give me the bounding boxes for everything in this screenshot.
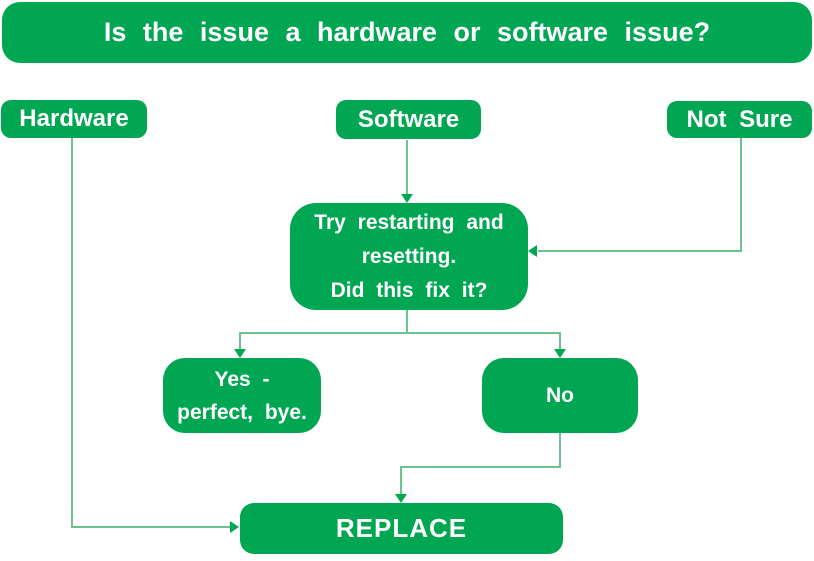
node-try-restart-label: Try restarting and resetting. Did this f… — [314, 210, 504, 302]
connector-branch-horizontal — [239, 332, 561, 334]
arrow-down-into-replace-icon — [395, 494, 407, 503]
arrow-down-into-try-icon — [401, 194, 413, 203]
connector-notsure-to-try-vertical — [740, 138, 742, 252]
connector-no-to-replace-horizontal — [400, 466, 561, 468]
node-not-sure: Not Sure — [667, 101, 812, 138]
node-try-restart: Try restarting and resetting. Did this f… — [290, 203, 528, 310]
node-hardware-label: Hardware — [19, 105, 129, 132]
connector-no-to-replace-drop — [400, 466, 402, 495]
arrow-left-into-try-icon — [528, 245, 537, 257]
connector-software-to-try — [406, 140, 408, 195]
connector-hardware-to-replace-vertical — [71, 138, 73, 528]
connector-hardware-to-replace-horizontal — [71, 526, 231, 528]
connector-notsure-to-try-horizontal — [538, 250, 742, 252]
question-banner-label: Is the issue a hardware or software issu… — [103, 17, 711, 47]
node-no: No — [482, 358, 638, 433]
connector-no-to-replace-vertical — [559, 433, 561, 468]
node-replace-label: REPLACE — [335, 513, 468, 543]
node-software: Software — [336, 100, 481, 139]
connector-try-to-branch — [406, 310, 408, 334]
connector-branch-to-no — [559, 332, 561, 351]
node-not-sure-label: Not Sure — [686, 105, 793, 133]
question-banner: Is the issue a hardware or software issu… — [2, 2, 812, 63]
arrow-down-into-no-icon — [554, 349, 566, 358]
node-no-label: No — [546, 383, 574, 407]
arrow-right-into-replace-icon — [230, 521, 239, 533]
node-software-label: Software — [357, 105, 460, 133]
node-hardware: Hardware — [1, 100, 147, 138]
node-replace: REPLACE — [240, 503, 563, 554]
node-yes-label: Yes - perfect, bye. — [177, 367, 307, 424]
connector-branch-to-yes — [239, 332, 241, 351]
arrow-down-into-yes-icon — [234, 349, 246, 358]
node-yes: Yes - perfect, bye. — [163, 358, 321, 433]
